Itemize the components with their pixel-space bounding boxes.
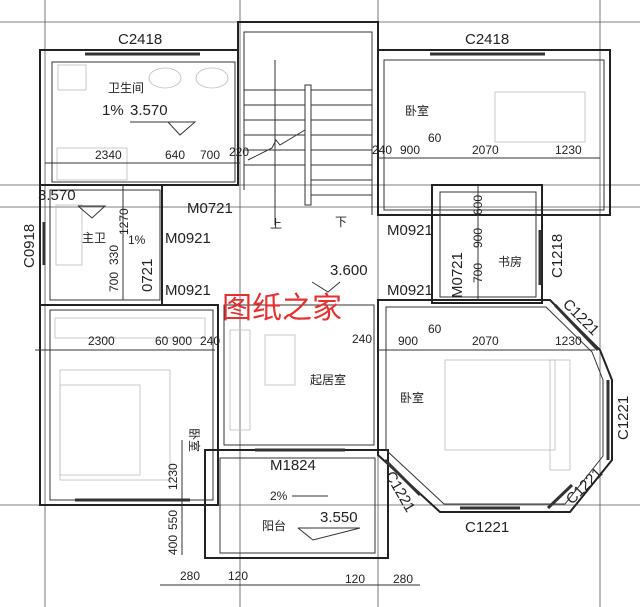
furniture (54, 64, 586, 481)
dimension-text: 600 (471, 195, 485, 215)
dimension-text: 2070 (472, 334, 499, 348)
door-label: M0921 (387, 222, 433, 239)
dimension-text: 900 (398, 334, 418, 348)
dimension-text: 240 (372, 143, 392, 157)
door-label: M0921 (165, 230, 211, 247)
level-marker-icon (77, 205, 107, 219)
dimension-text: 60 (155, 334, 169, 348)
room-label-bedroom-sw: 卧室 (187, 428, 202, 452)
dimension-text: 120 (345, 572, 365, 586)
dimension-text: 900 (400, 143, 420, 157)
staircase[interactable] (244, 60, 372, 225)
dimension-text: 1230 (555, 143, 582, 157)
dimension-text: 120 (228, 569, 248, 583)
window-label: C1221 (615, 396, 632, 440)
door-label: M0921 (165, 282, 211, 299)
bath-level: 3.570 (130, 102, 168, 119)
stair-up-label: 上 (270, 217, 282, 231)
window-label: C1218 (549, 234, 566, 278)
dimension-text: 2070 (472, 143, 499, 157)
room-label-living: 起居室 (310, 372, 346, 387)
dimension-text: 1230 (555, 334, 582, 348)
dimension-text: 220 (229, 145, 249, 159)
dimension-text: 1230 (166, 463, 180, 490)
room-label-master-bath: 主卫 (82, 231, 106, 245)
bath-slope: 1% (102, 102, 124, 119)
master-bath-slope: 1% (128, 233, 146, 247)
dimension-text: 60 (428, 131, 442, 145)
master-bath-level: 3.570 (38, 187, 76, 204)
balcony-level: 3.550 (320, 509, 358, 526)
door-label: M0921 (387, 282, 433, 299)
dimension-text: 2340 (95, 148, 122, 162)
dimension-text: 280 (180, 569, 200, 583)
room-label-study: 书房 (498, 254, 522, 269)
door-label: 0721 (139, 259, 156, 292)
dimension-text: 640 (165, 148, 185, 162)
walls (39, 21, 613, 559)
window-label: C1221 (465, 519, 509, 536)
window-label: C2418 (118, 31, 162, 48)
watermark: 图纸之家 (222, 291, 342, 326)
window-label: C2418 (465, 31, 509, 48)
dimension-text: 1270 (117, 208, 131, 235)
dimension-text: 60 (428, 322, 442, 336)
dimension-text: 400 (166, 535, 180, 555)
level-marker-icon (311, 281, 341, 293)
room-label-bathroom: 卫生间 (108, 81, 144, 95)
window-label: C0918 (21, 224, 38, 268)
dimension-text: 900 (471, 228, 485, 248)
dimension-text: 700 (107, 272, 121, 292)
room-label-bedroom-se: 卧室 (400, 390, 424, 405)
dimension-text: 280 (393, 572, 413, 586)
dimension-text: 330 (107, 245, 121, 265)
dimension-text: 700 (471, 263, 485, 283)
dimension-lines (35, 157, 600, 586)
dimension-text: 700 (200, 148, 220, 162)
level-marker-icon (130, 121, 197, 136)
dimension-text: 240 (200, 334, 220, 348)
dimension-text: 2300 (88, 334, 115, 348)
door-label: M0721 (187, 200, 233, 217)
balcony-slope: 2% (270, 489, 288, 503)
level-marker-icon (297, 527, 361, 541)
stair-down-label: 下 (335, 215, 347, 229)
room-label-balcony: 阳台 (262, 518, 286, 533)
floor-level: 3.600 (330, 262, 368, 279)
windows (42, 52, 610, 510)
door-label: M1824 (270, 457, 316, 474)
dimension-text: 550 (166, 510, 180, 530)
room-label-bedroom-ne: 卧室 (405, 103, 429, 118)
door-label: M0721 (449, 252, 466, 298)
dimension-text: 240 (352, 332, 372, 346)
dimension-text: 900 (172, 334, 192, 348)
